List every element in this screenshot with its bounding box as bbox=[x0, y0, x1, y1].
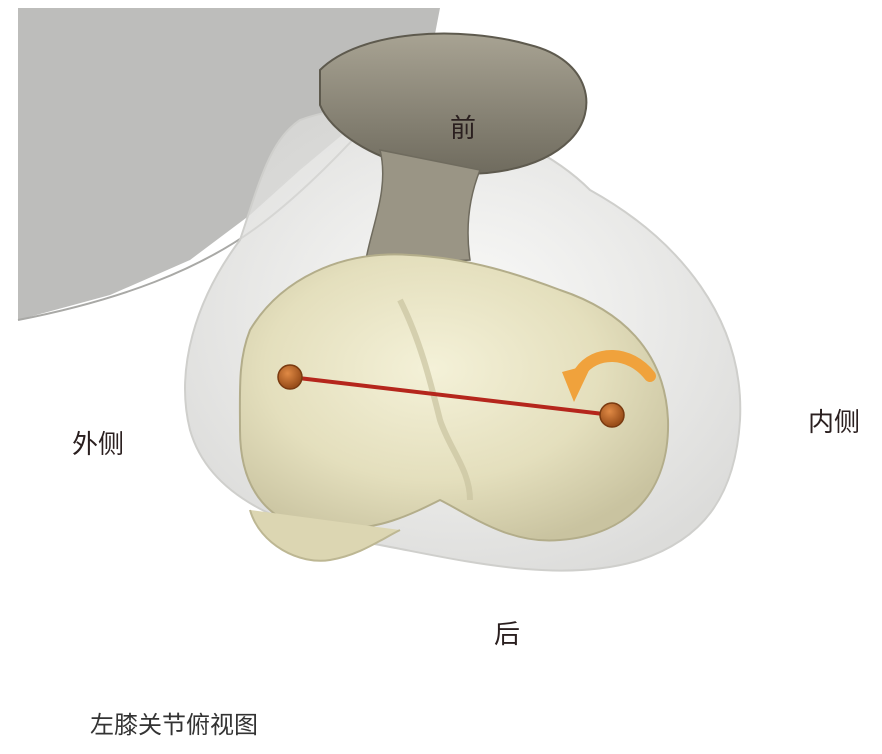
label-lateral: 外侧 bbox=[72, 430, 125, 460]
curved-arrow-icon bbox=[562, 350, 656, 402]
patellar-stalk bbox=[364, 149, 482, 266]
label-front: 前 bbox=[450, 114, 477, 144]
figure-caption: 左膝关节俯视图 bbox=[90, 711, 258, 739]
label-medial: 内侧 bbox=[808, 408, 861, 438]
intercondylar-ridge bbox=[397, 298, 473, 501]
medial-contact-point bbox=[599, 402, 625, 428]
label-back: 后 bbox=[494, 620, 521, 650]
lateral-contact-point bbox=[277, 364, 303, 390]
tibia-lower-shadow bbox=[249, 509, 401, 562]
contact-line bbox=[289, 375, 613, 417]
